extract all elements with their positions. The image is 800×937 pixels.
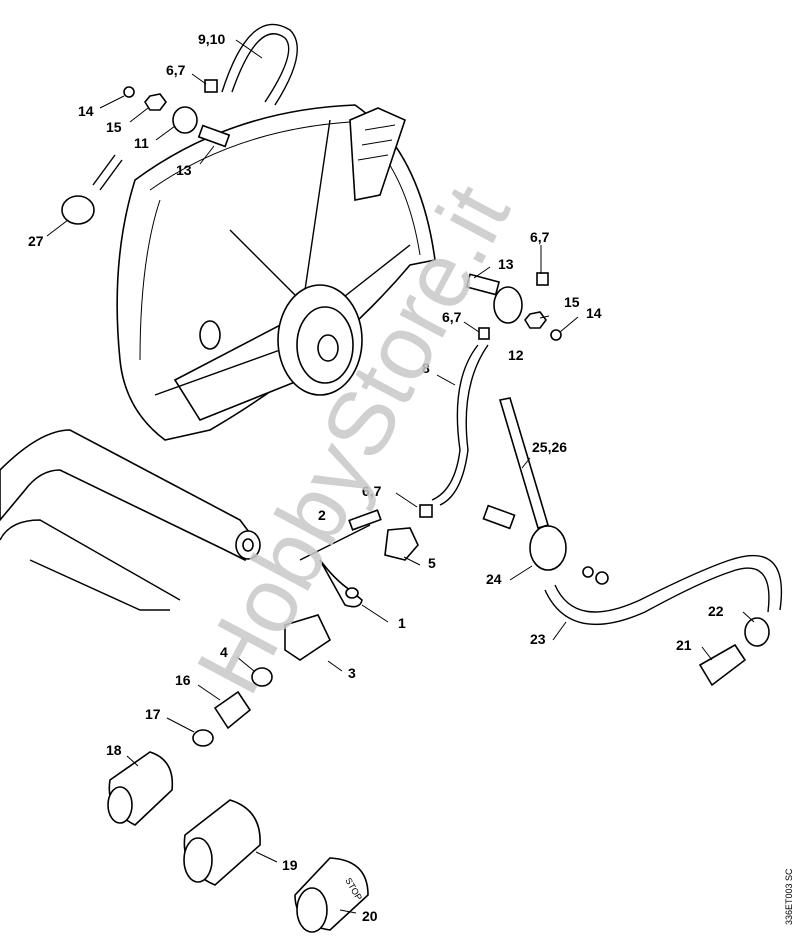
nut-15	[144, 93, 167, 111]
label-13: 13	[176, 162, 192, 178]
label-11: 11	[134, 135, 149, 151]
label-3: 3	[348, 665, 356, 681]
label-17: 17	[145, 706, 161, 722]
label-5: 5	[428, 555, 436, 571]
guard-handle	[349, 107, 406, 201]
label-20: 20	[362, 908, 378, 924]
banjo-bolt-13b	[465, 273, 501, 296]
screw-14	[123, 86, 135, 98]
label-8: 8	[422, 360, 430, 376]
label-25-26: 25,26	[532, 439, 567, 455]
label-6-7-top-right: 6,7	[530, 229, 550, 245]
screw-2	[348, 509, 382, 531]
label-13-right: 13	[498, 256, 514, 272]
fitting-6-7-d	[419, 504, 433, 518]
drawing-code: 336ET003 SC	[784, 868, 794, 925]
fitting-5	[384, 527, 419, 561]
label-15-right: 15	[564, 294, 580, 310]
connector-11	[172, 106, 198, 134]
banjo-bolt-13	[197, 124, 231, 148]
label-27: 27	[28, 233, 44, 249]
connector-21	[698, 643, 747, 687]
label-21: 21	[676, 637, 692, 653]
label-24: 24	[486, 571, 502, 587]
label-22: 22	[708, 603, 724, 619]
label-19: 19	[282, 857, 298, 873]
label-23: 23	[530, 631, 546, 647]
nozzle-27	[61, 195, 95, 225]
label-6-7-right: 6,7	[442, 309, 462, 325]
label-16: 16	[175, 672, 191, 688]
label-4: 4	[220, 644, 228, 660]
o-ring-17	[192, 729, 214, 747]
handle-bar	[0, 429, 261, 611]
fitting-6-7	[204, 79, 218, 93]
label-14-right: 14	[586, 305, 602, 321]
tee-24	[529, 525, 567, 571]
fitting-6-7-c	[536, 272, 549, 286]
bolt-24	[482, 504, 516, 530]
label-12: 12	[508, 347, 524, 363]
leader-lines	[46, 39, 755, 914]
o-ring-4	[251, 667, 273, 687]
label-6-7-mid: 6,7	[362, 483, 382, 499]
fitting-6-7-b	[478, 327, 490, 340]
wheel-guard	[116, 104, 436, 441]
label-9-10: 9,10	[198, 31, 225, 47]
hose-short	[92, 154, 123, 191]
nut-22	[744, 617, 770, 647]
label-2: 2	[318, 507, 326, 523]
connector-3	[284, 614, 332, 661]
screw-14b	[550, 329, 562, 341]
hose-9-10	[221, 23, 298, 106]
hose-25-26	[498, 397, 549, 529]
label-15: 15	[106, 119, 122, 135]
nut-15b	[524, 311, 547, 329]
label-6-7: 6,7	[166, 62, 186, 78]
hose-23	[554, 555, 783, 613]
label-1: 1	[398, 615, 406, 631]
label-14: 14	[78, 103, 94, 119]
label-18: 18	[106, 742, 122, 758]
valve-12	[493, 286, 523, 324]
nipple-16	[213, 690, 252, 730]
hose-8	[431, 344, 479, 501]
